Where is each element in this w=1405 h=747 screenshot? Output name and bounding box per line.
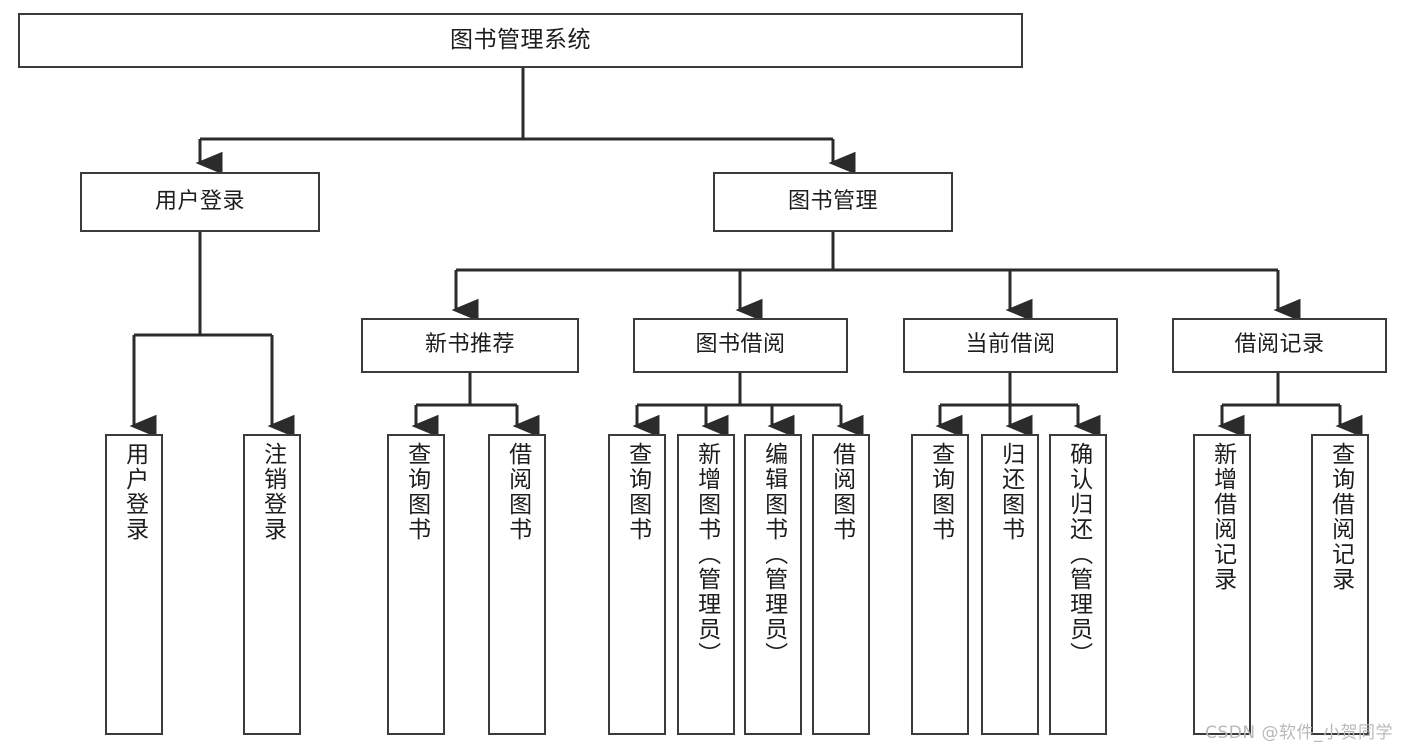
leaf-recommend-borrow-book[interactable]: 借阅图书 (488, 434, 546, 735)
node-label: 确认归还（管理员） (1065, 442, 1092, 667)
leaf-user-login-login[interactable]: 用户登录 (105, 434, 163, 735)
node-label: 用户登录 (154, 188, 245, 214)
leaf-borrow-add-book-admin[interactable]: 新增图书（管理员） (677, 434, 735, 735)
node-label: 新增借阅记录 (1209, 442, 1236, 592)
leaf-current-confirm-return-admin[interactable]: 确认归还（管理员） (1049, 434, 1107, 735)
node-label: 归还图书 (997, 442, 1024, 542)
node-label: 借阅图书 (828, 442, 855, 542)
node-current-borrow[interactable]: 当前借阅 (903, 318, 1118, 373)
leaf-borrow-borrow-book[interactable]: 借阅图书 (812, 434, 870, 735)
node-book-management[interactable]: 图书管理 (713, 172, 953, 232)
node-new-book-recommend[interactable]: 新书推荐 (361, 318, 579, 373)
node-label: 当前借阅 (965, 332, 1056, 358)
node-user-login[interactable]: 用户登录 (80, 172, 320, 232)
node-label: 用户登录 (121, 442, 148, 542)
leaf-user-login-logout[interactable]: 注销登录 (243, 434, 301, 735)
node-label: 查询借阅记录 (1327, 442, 1354, 592)
node-label: 图书借阅 (695, 332, 786, 358)
leaf-borrow-edit-book-admin[interactable]: 编辑图书（管理员） (744, 434, 802, 735)
csdn-watermark: CSDN @软件_小贺同学 (1205, 723, 1393, 743)
node-label: 借阅记录 (1234, 332, 1325, 358)
node-label: 图书管理系统 (450, 26, 591, 53)
node-label: 查询图书 (624, 442, 651, 542)
node-book-borrow[interactable]: 图书借阅 (633, 318, 848, 373)
node-label: 编辑图书（管理员） (760, 442, 787, 667)
leaf-borrow-query-book[interactable]: 查询图书 (608, 434, 666, 735)
leaf-current-return-book[interactable]: 归还图书 (981, 434, 1039, 735)
node-label: 新增图书（管理员） (693, 442, 720, 667)
node-label: 注销登录 (259, 442, 286, 542)
leaf-current-query-book[interactable]: 查询图书 (911, 434, 969, 735)
node-label: 借阅图书 (504, 442, 531, 542)
node-root-system[interactable]: 图书管理系统 (18, 13, 1023, 68)
leaf-record-query-borrow-record[interactable]: 查询借阅记录 (1311, 434, 1369, 735)
node-label: 新书推荐 (424, 332, 515, 358)
node-label: 图书管理 (787, 188, 878, 214)
leaf-record-add-borrow-record[interactable]: 新增借阅记录 (1193, 434, 1251, 735)
node-label: 查询图书 (403, 442, 430, 542)
node-label: 查询图书 (927, 442, 954, 542)
node-borrow-record[interactable]: 借阅记录 (1172, 318, 1387, 373)
leaf-recommend-query-book[interactable]: 查询图书 (387, 434, 445, 735)
